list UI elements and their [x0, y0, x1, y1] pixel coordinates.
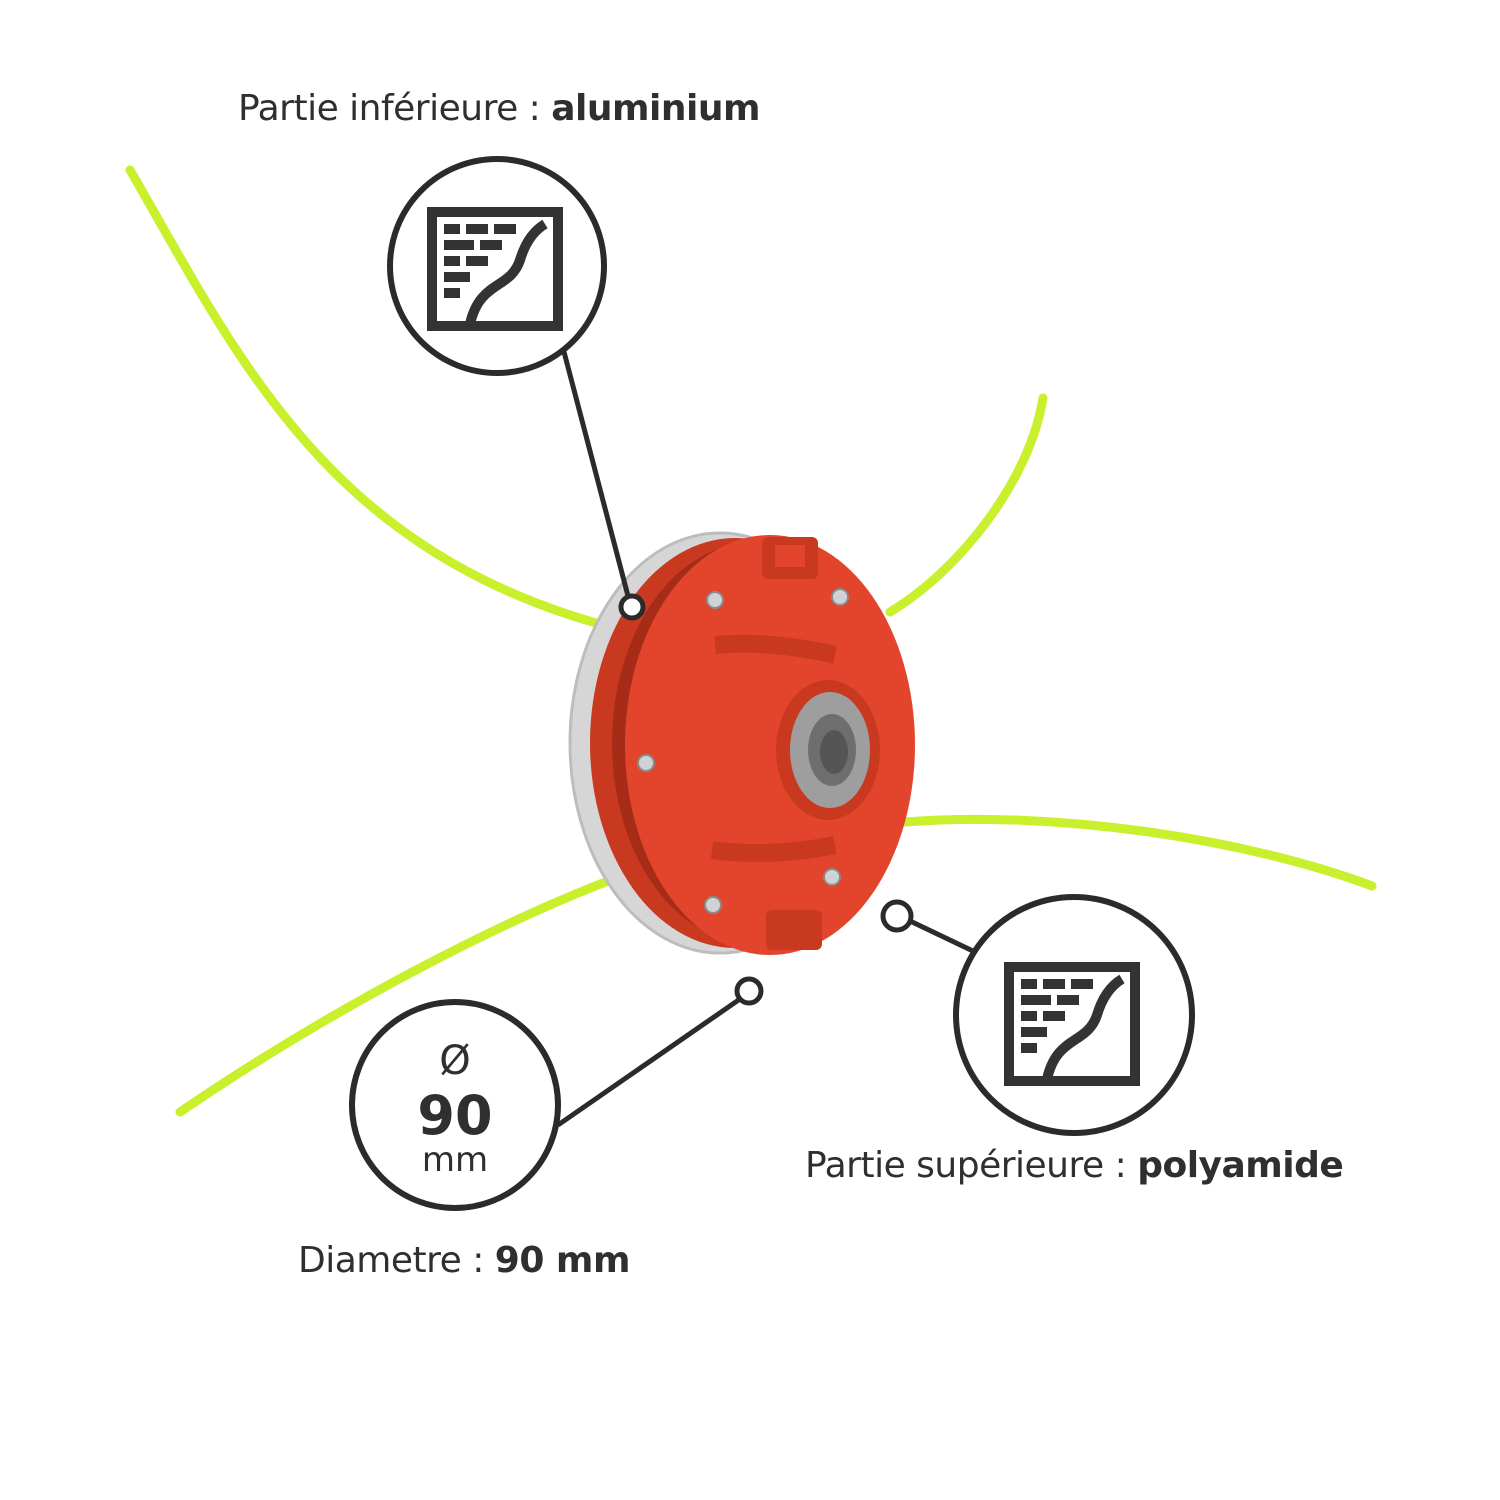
diameter-value: 90 mm: [494, 1240, 631, 1281]
diameter-prefix: Diametre :: [298, 1240, 495, 1281]
material-texture-icon: [427, 207, 563, 331]
trimmer-head: [568, 531, 915, 955]
trimmer-lines: [125, 165, 1377, 1117]
top-part-label: Partie supérieure : polyamide: [805, 1145, 1344, 1186]
material-texture-icon: [1004, 962, 1140, 1086]
diameter-symbol: Ø: [439, 1038, 471, 1084]
bottom-part-label: Partie inférieure : aluminium: [238, 88, 760, 129]
top-part-value: polyamide: [1137, 1145, 1344, 1186]
diameter-badge-circle: [349, 999, 561, 1211]
top-part-prefix: Partie supérieure :: [805, 1145, 1138, 1186]
diameter-number: 90: [417, 1084, 493, 1147]
diameter-badge: Ø 90 mm: [350, 1000, 560, 1210]
bottom-part-value: aluminium: [551, 88, 760, 129]
diameter-unit: mm: [421, 1140, 489, 1180]
bottom-part-prefix: Partie inférieure :: [238, 88, 552, 129]
callout-connectors: [556, 347, 977, 1128]
diameter-label: Diametre : 90 mm: [298, 1240, 630, 1281]
bottom-part-badge: [387, 156, 607, 376]
top-part-badge: [953, 894, 1195, 1136]
